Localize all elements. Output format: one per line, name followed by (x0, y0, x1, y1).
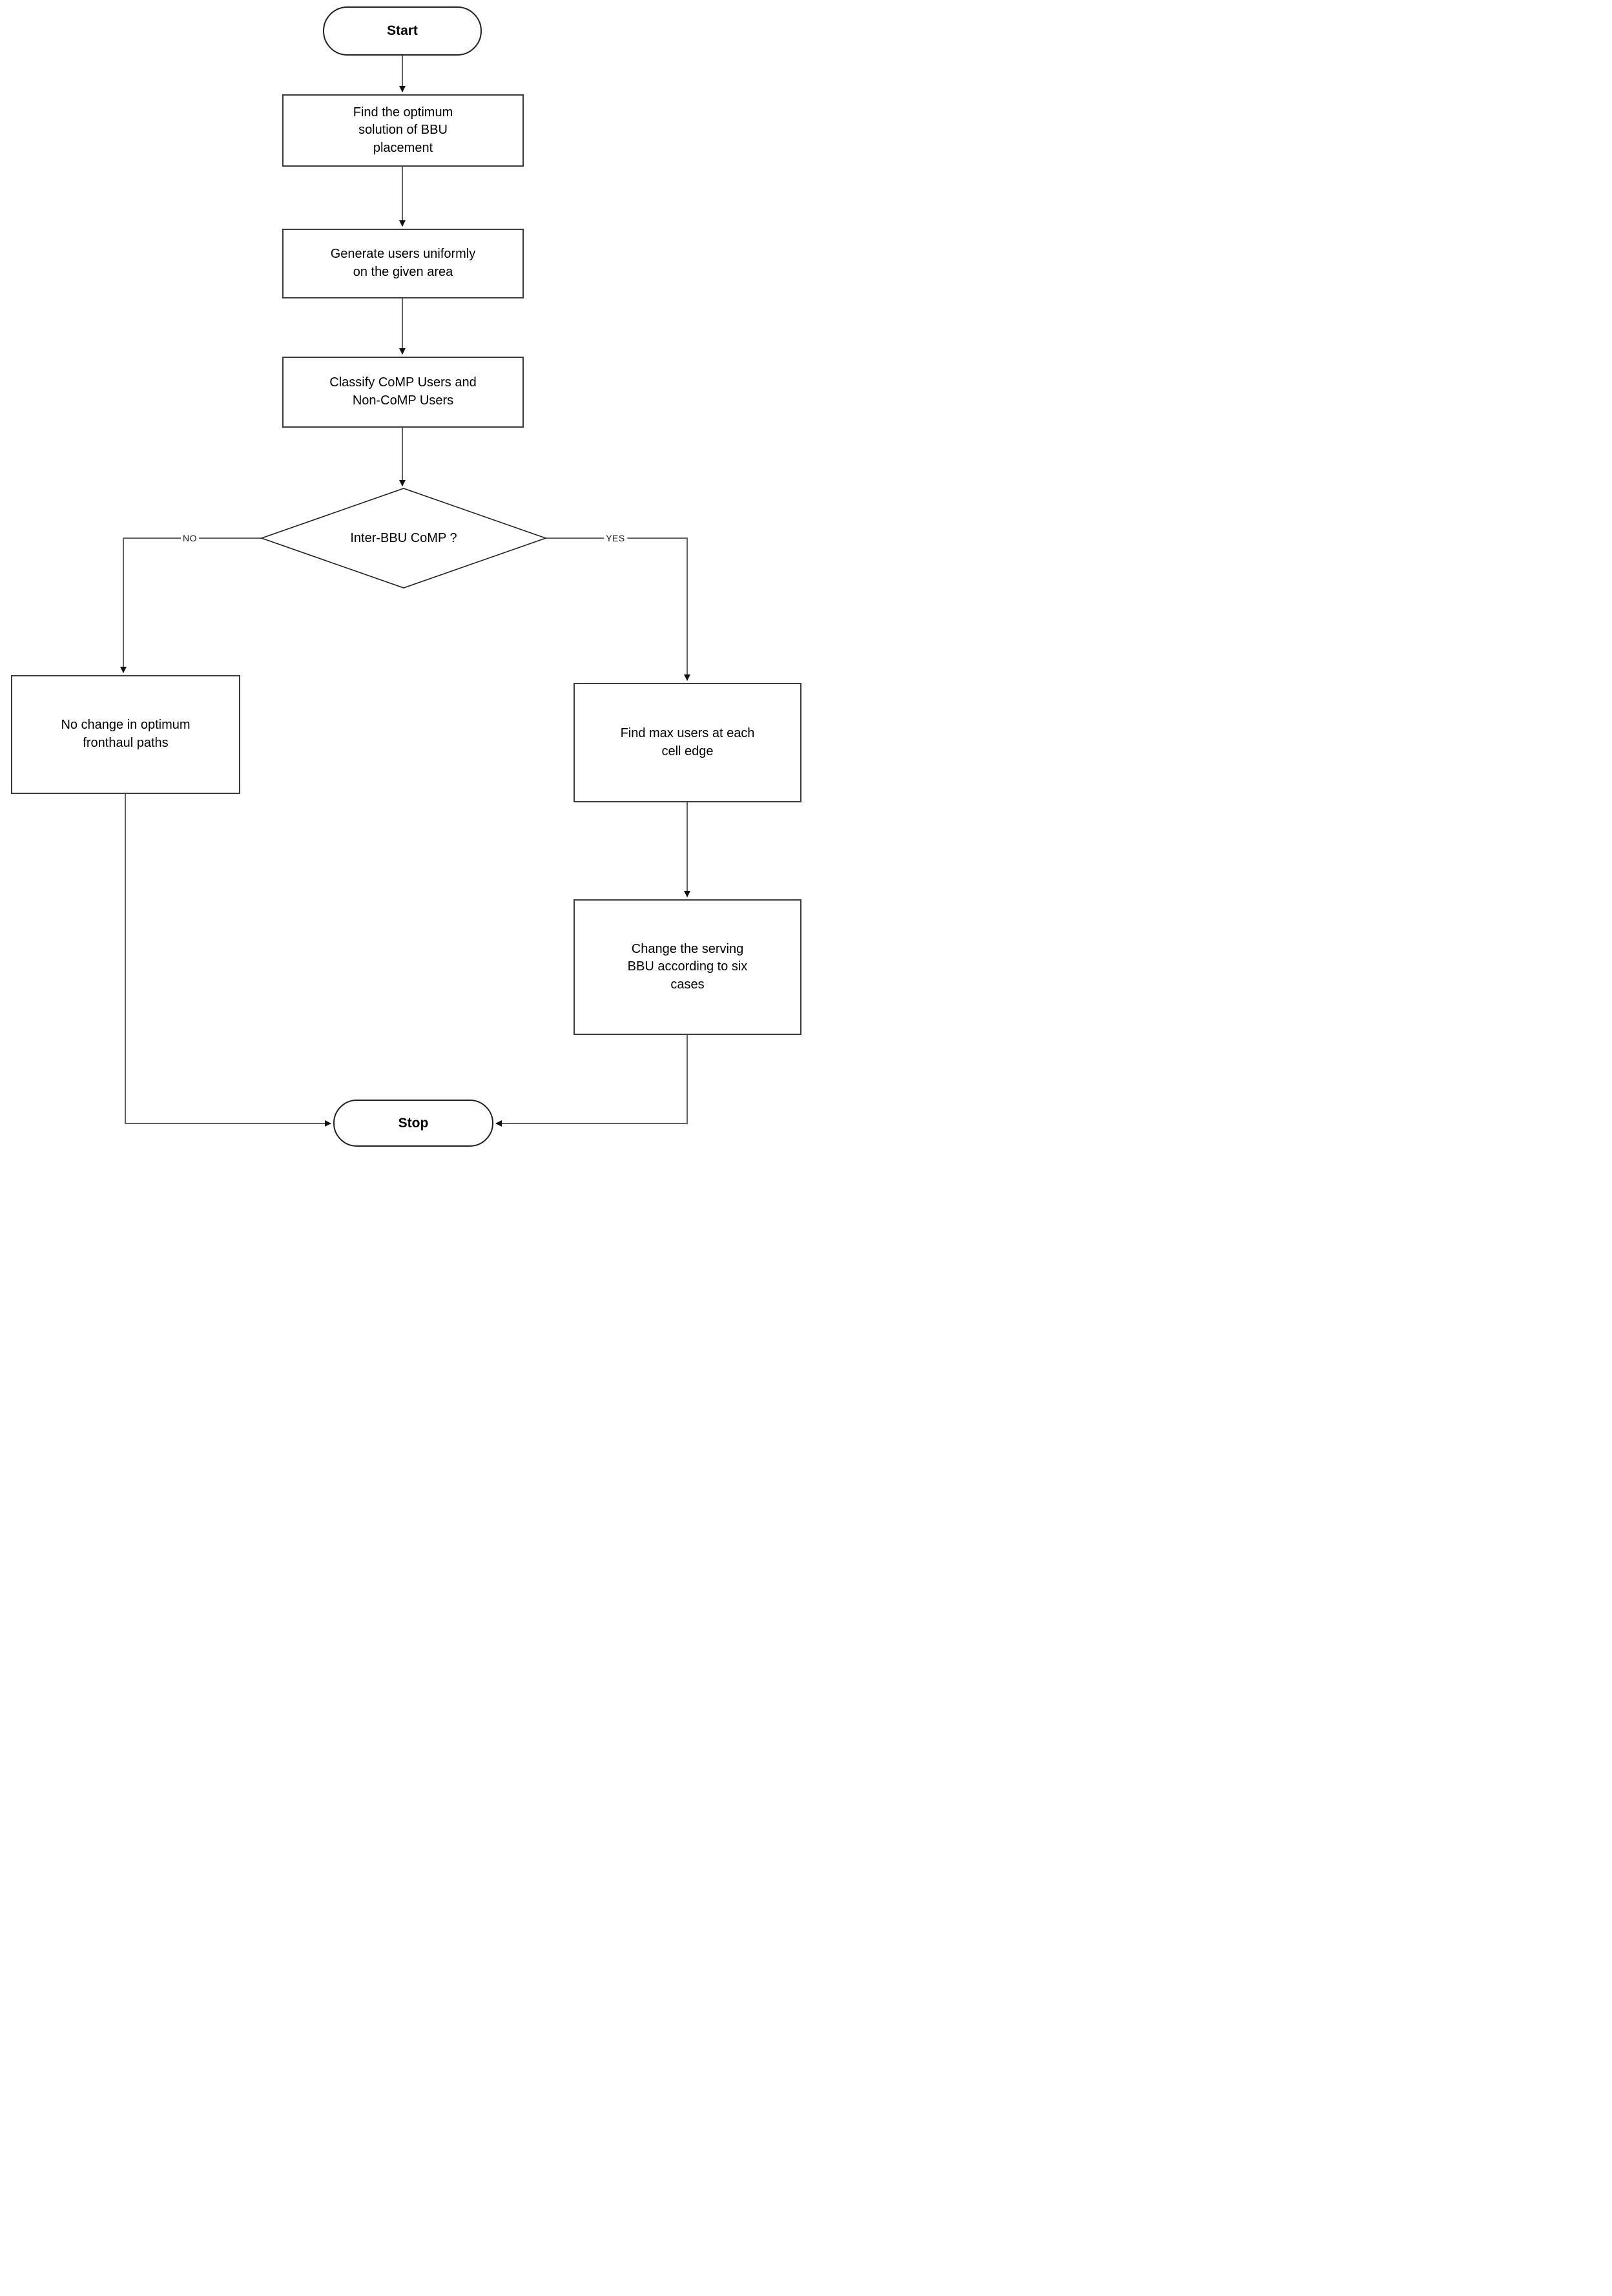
process-change-serving-bbu-label: Change the serving BBU according to six … (627, 941, 748, 992)
stop-terminator: Stop (333, 1100, 493, 1147)
start-terminator: Start (323, 6, 482, 56)
process-find-max-users-label: Find max users at each cell edge (620, 725, 755, 758)
edge-change-bbu-to-stop (495, 1035, 688, 1127)
process-classify-users-label: Classify CoMP Users and Non-CoMP Users (329, 375, 477, 408)
decision-diamond-shape (260, 488, 548, 589)
flowchart-canvas: Start Find the optimum solution of BBU p… (0, 0, 806, 1148)
process-no-change-fronthaul-label: No change in optimum fronthaul paths (61, 718, 191, 750)
stop-label: Stop (398, 1115, 429, 1131)
start-label: Start (387, 23, 418, 38)
process-bbu-placement: Find the optimum solution of BBU placeme… (282, 94, 524, 167)
process-generate-users: Generate users uniformly on the given ar… (282, 229, 524, 298)
edge-decision-yes-branch (546, 537, 690, 681)
process-bbu-placement-label: Find the optimum solution of BBU placeme… (353, 105, 453, 155)
decision-inter-bbu-comp: Inter-BBU CoMP ? (326, 497, 481, 579)
process-find-max-users: Find max users at each cell edge (574, 683, 801, 802)
yes-branch-label: YES (604, 533, 627, 543)
process-no-change-fronthaul: No change in optimum fronthaul paths (11, 675, 240, 794)
decision-inter-bbu-comp-label: Inter-BBU CoMP ? (350, 530, 457, 545)
no-branch-label: NO (181, 533, 199, 543)
process-change-serving-bbu: Change the serving BBU according to six … (574, 899, 801, 1035)
edge-decision-no-branch (120, 537, 262, 673)
process-classify-users: Classify CoMP Users and Non-CoMP Users (282, 357, 524, 428)
process-generate-users-label: Generate users uniformly on the given ar… (330, 247, 476, 279)
connector-layer (120, 56, 690, 1127)
edge-no-box-to-stop (125, 794, 331, 1127)
